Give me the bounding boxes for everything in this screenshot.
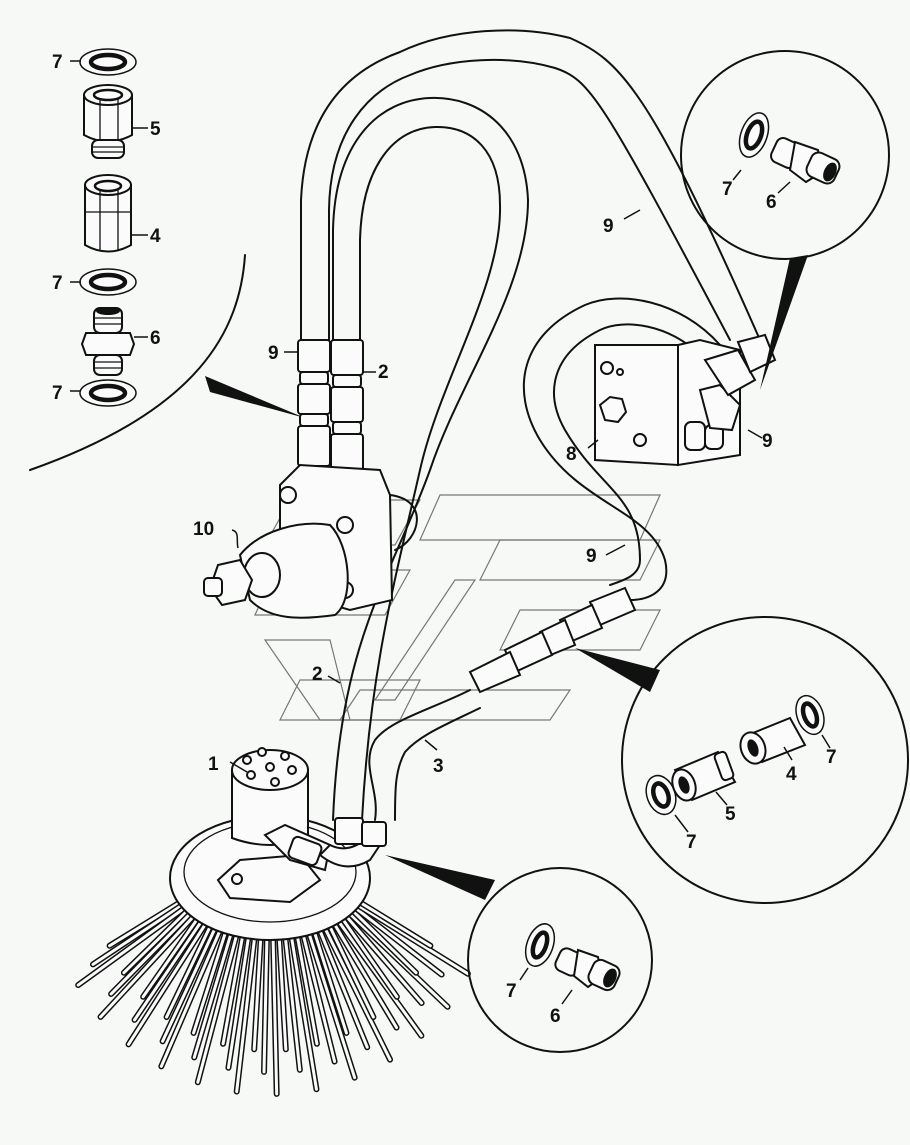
- label-part-7: 7: [506, 981, 517, 1002]
- adapter-4: [84, 174, 132, 253]
- label-part-2: 2: [312, 664, 323, 685]
- label-part-3: 3: [433, 756, 444, 777]
- callout-arc: [29, 254, 246, 471]
- callout-pointer: [760, 255, 808, 390]
- adapter-5: [83, 84, 133, 159]
- label-part-9: 9: [586, 546, 597, 567]
- valve-block-8: 8 9: [566, 333, 777, 467]
- label-part-4: 4: [786, 764, 797, 785]
- label-part-7: 7: [52, 52, 63, 73]
- bristle-fill: [141, 916, 200, 999]
- label-part-7: 7: [686, 832, 697, 853]
- bristle-fill: [108, 901, 181, 948]
- adapter-6: [770, 137, 841, 185]
- bristle-fill: [271, 932, 279, 1096]
- bristle-fill: [283, 931, 302, 1072]
- bristle-fill: [306, 928, 357, 1080]
- bristle-fill: [262, 932, 269, 1074]
- brush-bristles: [75, 900, 471, 1097]
- label-part-6: 6: [150, 328, 161, 349]
- seal-ring-7: [524, 923, 556, 967]
- bristle-fill: [351, 909, 418, 975]
- adapter-4: [739, 716, 807, 765]
- label-part-9: 9: [603, 216, 614, 237]
- seal-ring-7: [645, 774, 677, 816]
- bristle-fill: [295, 930, 319, 1046]
- seal-ring-7: [738, 112, 770, 158]
- bristle-fill: [226, 931, 251, 1070]
- label-part-7: 7: [52, 273, 63, 294]
- bristle-fill: [159, 926, 223, 1068]
- callout-circle-mid-right: 7 5 4 7: [575, 616, 909, 904]
- seal-ring-7: [79, 268, 137, 296]
- seal-ring-7: [79, 48, 137, 76]
- bristle-fill: [252, 932, 263, 1051]
- label-part-10: 10: [193, 519, 214, 540]
- bristle-fill: [161, 924, 218, 1043]
- label-part-2: 2: [378, 362, 389, 383]
- label-part-7: 7: [722, 179, 733, 200]
- bristle-fill: [196, 929, 240, 1084]
- bristle-fill: [359, 901, 432, 948]
- label-part-1: 1: [208, 754, 219, 775]
- bristle-fill: [311, 927, 348, 1035]
- adapter-5: [671, 750, 737, 802]
- bristle-fill: [133, 918, 204, 1022]
- seal-ring-7: [79, 379, 137, 407]
- bristle-fill: [122, 909, 189, 975]
- label-part-9: 9: [268, 343, 279, 364]
- bristle-fill: [99, 914, 196, 1019]
- callout-pointer: [575, 648, 660, 692]
- label-part-8: 8: [566, 444, 577, 465]
- bristle-fill: [327, 922, 375, 1019]
- bristle-fill: [127, 920, 209, 1046]
- label-part-9: 9: [762, 431, 773, 452]
- bristle-fill: [317, 926, 369, 1049]
- callout-circle-top-right: 7 6: [680, 50, 890, 390]
- hydraulic-motor-1: 1: [208, 747, 387, 872]
- bristle-fill: [221, 930, 245, 1046]
- hose-3: [368, 689, 481, 821]
- hose-coupling-mid: [468, 586, 637, 694]
- bristle-fill: [336, 918, 423, 1038]
- bristle-fill: [344, 914, 424, 1005]
- bristle-fill: [322, 924, 392, 1062]
- adapter-6: [80, 307, 136, 376]
- label-part-6: 6: [766, 192, 777, 213]
- hose-9-upper: [300, 29, 761, 341]
- bristle-fill: [91, 904, 183, 966]
- adapter-6: [554, 947, 621, 992]
- bristle-fill: [289, 931, 318, 1091]
- bristle-fill: [340, 916, 399, 999]
- bristle-fill: [235, 931, 257, 1094]
- callout-circle-bottom: 7 6: [385, 855, 653, 1053]
- bristle-fill: [357, 904, 470, 976]
- bristle-fill: [300, 929, 337, 1063]
- hose-ferrules-valve: [297, 339, 364, 490]
- bristle-fill: [165, 922, 213, 1019]
- label-part-6: 6: [550, 1006, 561, 1027]
- label-part-4: 4: [150, 226, 161, 247]
- valve-10: 10: [193, 463, 418, 619]
- bristle-fill: [277, 932, 288, 1051]
- bristle-fill: [76, 906, 186, 987]
- label-part-7: 7: [826, 747, 837, 768]
- bristle-fill: [354, 906, 444, 977]
- bristle-fill: [331, 920, 399, 1030]
- callout-pointer: [385, 855, 495, 900]
- bristle-fill: [192, 928, 234, 1059]
- elbow-fittings: [684, 333, 777, 451]
- bristle-fill: [348, 912, 450, 1009]
- label-part-5: 5: [725, 804, 736, 825]
- label-part-7: 7: [52, 383, 63, 404]
- hose-9-mid: [522, 297, 721, 601]
- seal-ring-7: [795, 694, 825, 736]
- label-part-5: 5: [150, 119, 161, 140]
- bristle-fill: [109, 912, 192, 996]
- callout-pointer: [205, 376, 305, 418]
- bristle-fill: [192, 927, 229, 1035]
- exploded-stack-top-left: 7 5 4 7 6 7: [29, 48, 305, 471]
